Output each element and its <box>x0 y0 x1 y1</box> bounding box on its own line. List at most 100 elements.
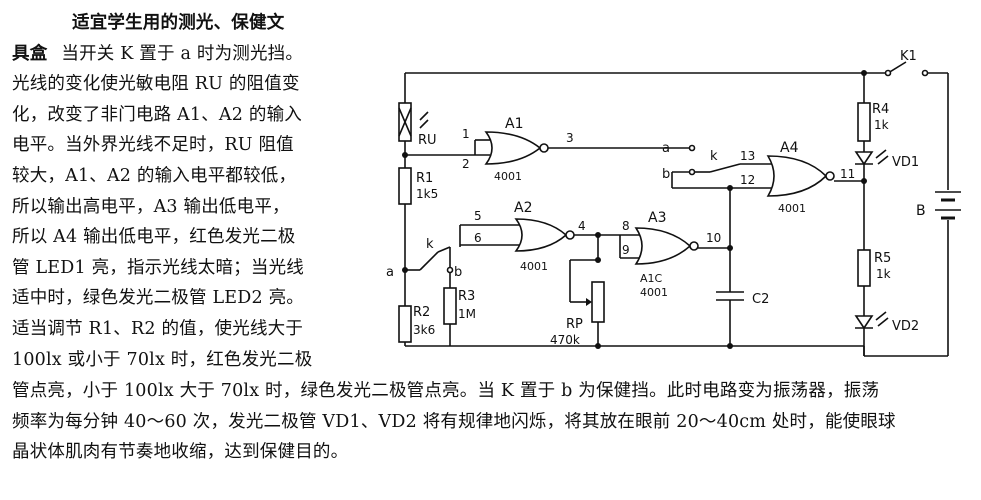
title-line-2: 具盒当开关 K 置于 a 时为测光挡。 <box>12 39 357 70</box>
pin-label: 1 <box>462 127 470 141</box>
pin-label: 4 <box>578 219 586 233</box>
label-switch-k: k <box>710 149 718 164</box>
text-line: 适当调节 R1、R2 的值，使光线大于 <box>12 318 304 339</box>
junction-dot <box>727 185 733 191</box>
switch-k-contact-a <box>688 144 696 152</box>
label-r4: R4 <box>872 102 889 117</box>
gate-a4 <box>766 155 828 197</box>
pin-label: 6 <box>474 231 482 245</box>
pin-label: 12 <box>740 173 755 187</box>
resistor-r1 <box>398 167 412 205</box>
label-k1: K1 <box>900 49 917 64</box>
rp-wiper-arrow <box>586 298 592 306</box>
value-r1: 1k5 <box>416 187 438 201</box>
title-line: 适宜学生用的测光、保健文 <box>12 8 357 39</box>
label-r5: R5 <box>874 251 891 266</box>
light-ray <box>877 155 889 165</box>
pin-label: 9 <box>622 243 630 257</box>
resistor-r3 <box>443 287 457 325</box>
resistor-r4 <box>857 102 871 142</box>
part-a3: A1C <box>640 272 663 285</box>
gate-a4-bubble <box>825 171 835 181</box>
text-line: 管点亮，小于 100lx 大于 70lx 时，绿色发光二极管点亮。当 K 置于 … <box>12 381 880 401</box>
light-ray <box>419 111 429 121</box>
gate-a3-bubble <box>689 241 699 251</box>
pin-label: 3 <box>566 131 574 145</box>
part-a4: 4001 <box>778 202 806 215</box>
text-line: 100lx 或小于 70lx 时，红色发光二极 <box>12 349 313 370</box>
label-vd1: VD1 <box>892 155 919 170</box>
text-line: 电平。当外界光线不足时，RU 阻值 <box>12 135 294 156</box>
label-rp: RP <box>566 317 583 332</box>
label-contact-a: a <box>662 141 670 156</box>
value-rp: 470k <box>550 333 580 347</box>
pin-label: 2 <box>462 157 470 171</box>
gate-a2 <box>514 218 568 252</box>
led-vd2-icon <box>854 315 874 330</box>
switch-k1-blade <box>887 61 907 74</box>
label-switch-k: k <box>426 237 434 252</box>
text-line: 所以 A4 输出低电平，红色发光二极 <box>12 227 296 248</box>
ldr-cross <box>398 107 412 137</box>
part-a2: 4001 <box>520 260 548 273</box>
text-line: 光线的变化使光敏电阻 RU 的阻值变 <box>12 74 300 95</box>
label-battery: B <box>916 203 926 219</box>
gate-a1 <box>484 131 542 165</box>
text-line: 所以输出高电平，A3 输出低电平， <box>12 196 290 217</box>
part-a1: 4001 <box>494 170 522 183</box>
label-a3: A3 <box>648 210 666 226</box>
text-line-first: 当开关 K 置于 a 时为测光挡。 <box>61 43 304 64</box>
label-r3: R3 <box>458 289 475 304</box>
article-title-cont: 具盒 <box>12 43 48 64</box>
led-vd1-icon <box>854 151 874 166</box>
gate-a1-bubble <box>539 143 549 153</box>
article-left-column: 适宜学生用的测光、保健文 具盒当开关 K 置于 a 时为测光挡。 光线的变化使光… <box>12 8 357 375</box>
light-ray <box>877 317 889 327</box>
value-r4: 1k <box>874 118 889 132</box>
switch-k-blade <box>709 163 741 173</box>
switch-k1-contact <box>884 69 892 77</box>
label-c2: C2 <box>752 292 769 307</box>
value-r3: 1M <box>458 307 476 321</box>
resistor-r2 <box>398 305 412 343</box>
article-title: 适宜学生用的测光、保健文 <box>72 13 285 33</box>
resistor-r5 <box>857 249 871 287</box>
pin-label: 5 <box>474 209 482 223</box>
light-ray <box>419 119 429 129</box>
value-r2: 3k6 <box>413 323 435 337</box>
pin-label: 13 <box>740 149 755 163</box>
pin-label: 10 <box>706 231 721 245</box>
text-line: 化，改变了非门电路 A1、A2 的输入 <box>12 104 302 125</box>
label-r2: R2 <box>413 305 430 320</box>
text-line: 晶状体肌肉有节奏地收缩，达到保健目的。 <box>12 442 349 463</box>
gate-a2-bubble <box>565 230 575 240</box>
label-contact-b: b <box>662 167 670 182</box>
text-line: 频率为每分钟 40～60 次，发光二极管 VD1、VD2 将有规律地闪烁，将其放… <box>12 411 896 432</box>
switch-k1-contact <box>921 69 929 77</box>
pin-label: 8 <box>622 219 630 233</box>
switch-contact <box>688 168 696 176</box>
label-a2: A2 <box>514 200 532 216</box>
label-ldr: RU <box>418 133 437 148</box>
switch-k-blade <box>419 251 439 271</box>
label-a1: A1 <box>505 116 523 132</box>
light-ray <box>875 149 887 159</box>
text-line: 较大，A1、A2 的输入电平都较低， <box>12 165 297 186</box>
article-bottom-paragraph: 管点亮，小于 100lx 大于 70lx 时，绿色发光二极管点亮。当 K 置于 … <box>12 376 972 468</box>
pin-label: 11 <box>840 167 855 181</box>
label-r1: R1 <box>416 171 433 186</box>
junction-dot <box>595 257 601 263</box>
light-ray <box>875 311 887 321</box>
text-line: 管 LED1 亮，指示光线太暗；当光线 <box>12 257 304 278</box>
label-contact-b: b <box>454 265 462 280</box>
part-a3-number: 4001 <box>640 286 668 299</box>
wire <box>437 246 451 253</box>
label-vd2: VD2 <box>892 319 919 334</box>
gate-a3 <box>634 227 692 265</box>
text-line: 适中时，绿色发光二极管 LED2 亮。 <box>12 288 304 309</box>
potentiometer-rp <box>591 281 605 323</box>
label-contact-a: a <box>386 265 394 280</box>
label-a4: A4 <box>780 140 799 156</box>
